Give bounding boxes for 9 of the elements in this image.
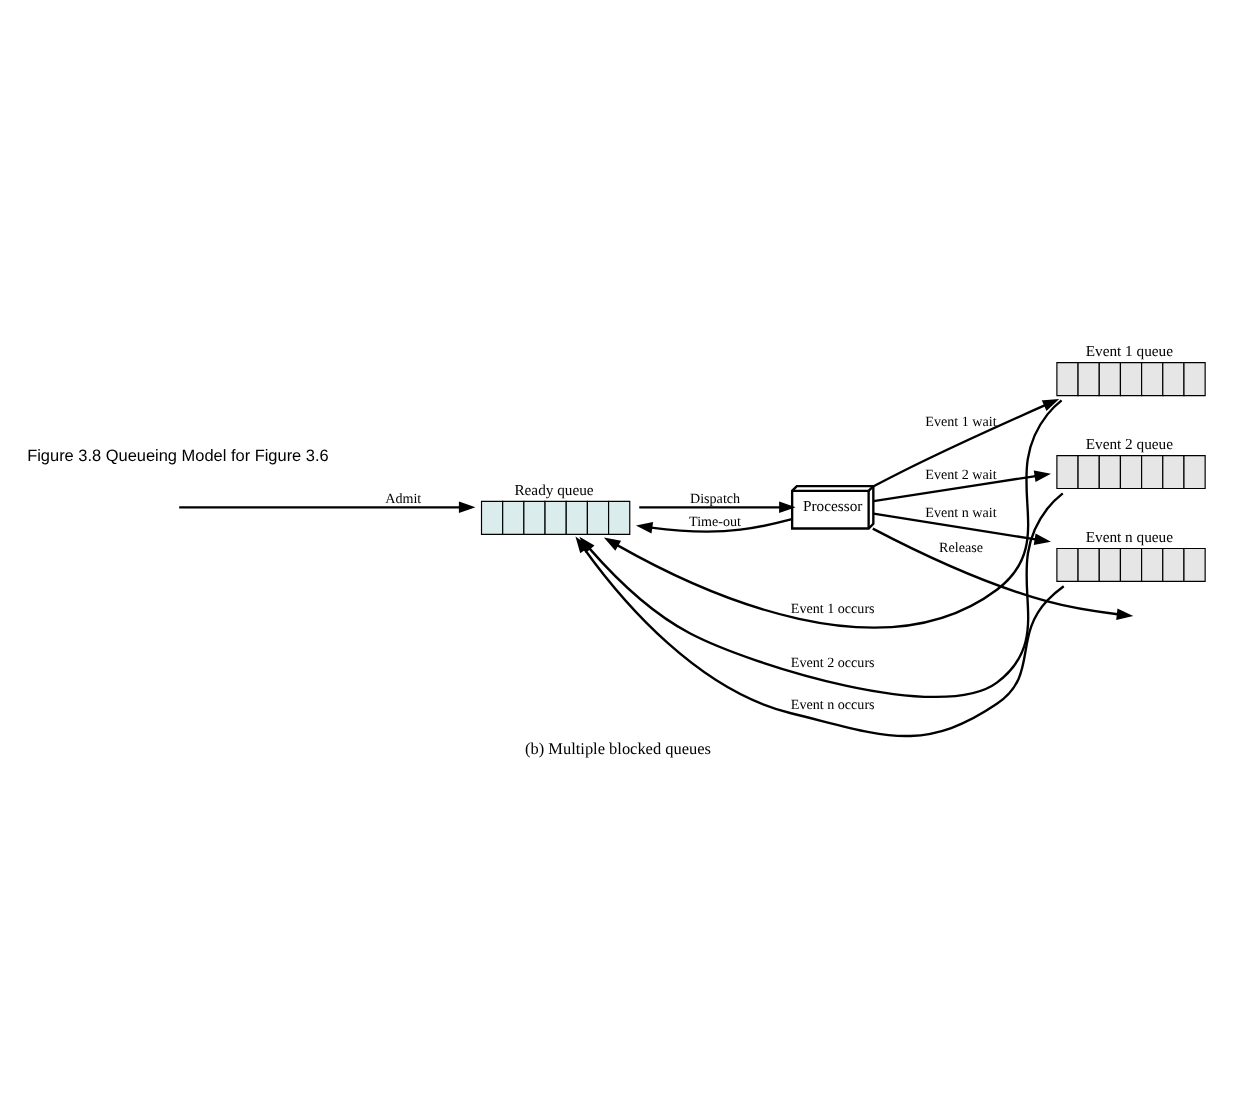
arrow (636, 518, 793, 534)
arrow (179, 501, 476, 514)
arrow (873, 512, 1051, 545)
caption: (b) Multiple blocked queues (525, 740, 711, 759)
arrow (873, 399, 1060, 488)
arrow (639, 501, 796, 514)
arrow (603, 399, 1063, 629)
arrow (873, 470, 1051, 503)
arrow (872, 527, 1134, 620)
